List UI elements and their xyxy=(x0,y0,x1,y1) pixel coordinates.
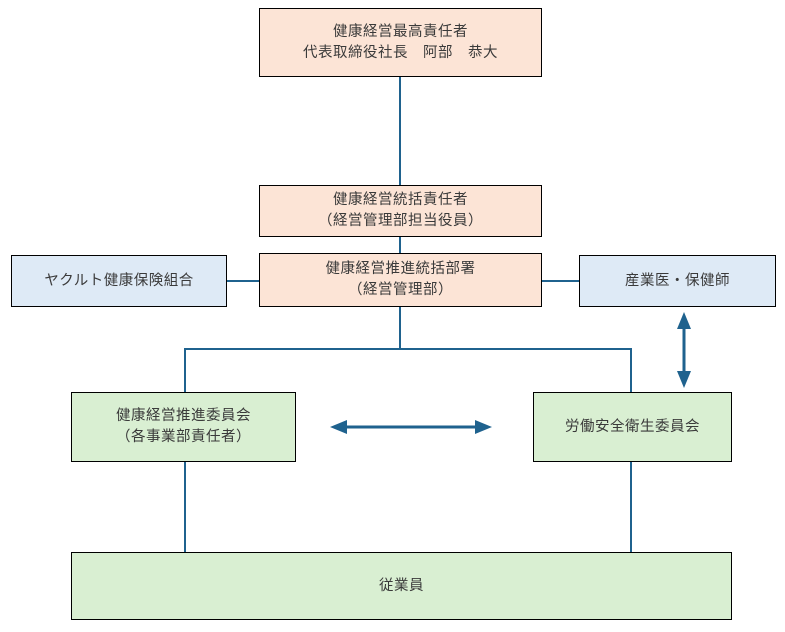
box-health-promotion-department-subtitle: （経営管理部） xyxy=(348,282,453,298)
connector-chief-to-supervisor xyxy=(399,77,401,185)
box-yakult-health-insurance-union-title: ヤクルト健康保険組合 xyxy=(44,272,194,289)
box-health-management-supervisor-title: 健康経営統括責任者 xyxy=(333,192,468,208)
connector-insurance-to-dept xyxy=(227,280,259,282)
box-chief-health-officer-title: 健康経営最高責任者 xyxy=(333,23,468,40)
box-occupational-physician-nurse: 産業医・保健師 xyxy=(579,255,776,307)
box-health-management-supervisor-subtitle: （経営管理部担当役員） xyxy=(318,213,483,229)
connector-bus-to-promotion-committee xyxy=(184,348,186,392)
box-occupational-safety-committee: 労働安全衛生委員会 xyxy=(533,392,732,462)
box-yakult-health-insurance-union: ヤクルト健康保険組合 xyxy=(11,255,227,307)
connector-promotion-committee-to-employees xyxy=(184,462,186,552)
box-employees-title: 従業員 xyxy=(379,577,424,594)
box-health-promotion-department: 健康経営推進統括部署 （経営管理部） xyxy=(259,253,542,307)
box-chief-health-officer-person: 代表取締役社長 阿部 恭大 xyxy=(303,44,498,61)
box-health-promotion-committee: 健康経営推進委員会 （各事業部責任者） xyxy=(71,392,296,462)
box-chief-health-officer: 健康経営最高責任者 代表取締役社長 阿部 恭大 xyxy=(259,8,542,77)
box-occupational-physician-nurse-title: 産業医・保健師 xyxy=(625,272,730,289)
box-health-promotion-committee-subtitle: （各事業部責任者） xyxy=(116,429,251,445)
connector-committee-bus xyxy=(184,348,632,350)
box-health-promotion-committee-title: 健康経営推進委員会 xyxy=(116,408,251,424)
connector-supervisor-to-dept xyxy=(399,237,401,253)
connector-dept-stem xyxy=(399,307,401,350)
box-health-management-supervisor: 健康経営統括責任者 （経営管理部担当役員） xyxy=(259,185,542,237)
box-health-promotion-department-title: 健康経営推進統括部署 xyxy=(325,261,476,277)
connector-bus-to-safety-committee xyxy=(630,348,632,392)
double-arrow-vertical-icon xyxy=(677,312,691,388)
box-employees: 従業員 xyxy=(71,552,732,620)
connector-safety-committee-to-employees xyxy=(630,462,632,552)
double-arrow-horizontal-icon xyxy=(330,420,492,434)
box-occupational-safety-committee-title: 労働安全衛生委員会 xyxy=(565,418,700,435)
connector-dept-to-physician xyxy=(542,280,579,282)
